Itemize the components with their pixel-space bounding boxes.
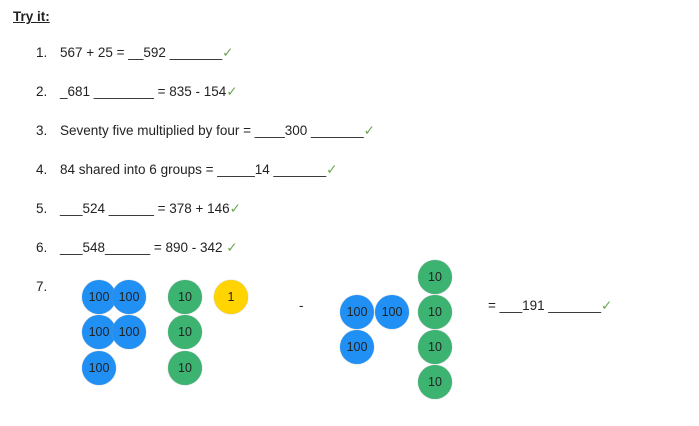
item-number: 5. [36, 201, 48, 216]
minus-sign: - [299, 298, 304, 313]
question-3: 3. Seventy five multiplied by four = ____… [36, 123, 375, 139]
hundred-counter: 100 [340, 330, 374, 364]
check-icon: ✓ [363, 123, 375, 138]
answer-text: = ___191 _______ [488, 298, 601, 313]
page-title: Try it: [13, 9, 50, 24]
check-icon: ✓ [226, 240, 238, 255]
question-6: 6. ___548______ = 890 - 342 ✓ [36, 240, 238, 256]
hundred-counter: 100 [340, 295, 374, 329]
check-icon: ✓ [326, 162, 338, 177]
question-text: ___548______ = 890 - 342 [60, 240, 227, 255]
one-counter: 1 [214, 280, 248, 314]
hundred-counter: 100 [82, 280, 116, 314]
question-1: 1. 567 + 25 = __592 _______✓ [36, 45, 233, 61]
check-icon: ✓ [226, 84, 238, 99]
ten-counter: 10 [418, 260, 452, 294]
item-number: 2. [36, 84, 48, 99]
question-5: 5. ___524 ______ = 378 + 146✓ [36, 201, 241, 217]
question-7: 7. [36, 279, 60, 294]
question-4: 4. 84 shared into 6 groups = _____14 ____… [36, 162, 337, 178]
question-text: ___524 ______ = 378 + 146 [60, 201, 230, 216]
question-2: 2. _681 ________ = 835 - 154✓ [36, 84, 238, 100]
item-number: 6. [36, 240, 48, 255]
hundred-counter: 100 [112, 280, 146, 314]
question-text: _681 ________ = 835 - 154 [60, 84, 227, 99]
hundred-counter: 100 [375, 295, 409, 329]
hundred-counter: 100 [112, 315, 146, 349]
ten-counter: 10 [418, 295, 452, 329]
item-number: 3. [36, 123, 48, 138]
check-icon: ✓ [601, 298, 613, 313]
question-text: Seventy five multiplied by four = ____30… [60, 123, 364, 138]
answer-7: = ___191 _______✓ [488, 298, 612, 314]
check-icon: ✓ [222, 45, 234, 60]
ten-counter: 10 [168, 315, 202, 349]
item-number: 7. [36, 279, 48, 294]
ten-counter: 10 [168, 280, 202, 314]
ten-counter: 10 [418, 330, 452, 364]
check-icon: ✓ [229, 201, 241, 216]
ten-counter: 10 [418, 365, 452, 399]
hundred-counter: 100 [82, 351, 116, 385]
ten-counter: 10 [168, 351, 202, 385]
question-text: 567 + 25 = __592 _______ [60, 45, 223, 60]
item-number: 4. [36, 162, 48, 177]
hundred-counter: 100 [82, 315, 116, 349]
question-text: 84 shared into 6 groups = _____14 ______… [60, 162, 327, 177]
item-number: 1. [36, 45, 48, 60]
